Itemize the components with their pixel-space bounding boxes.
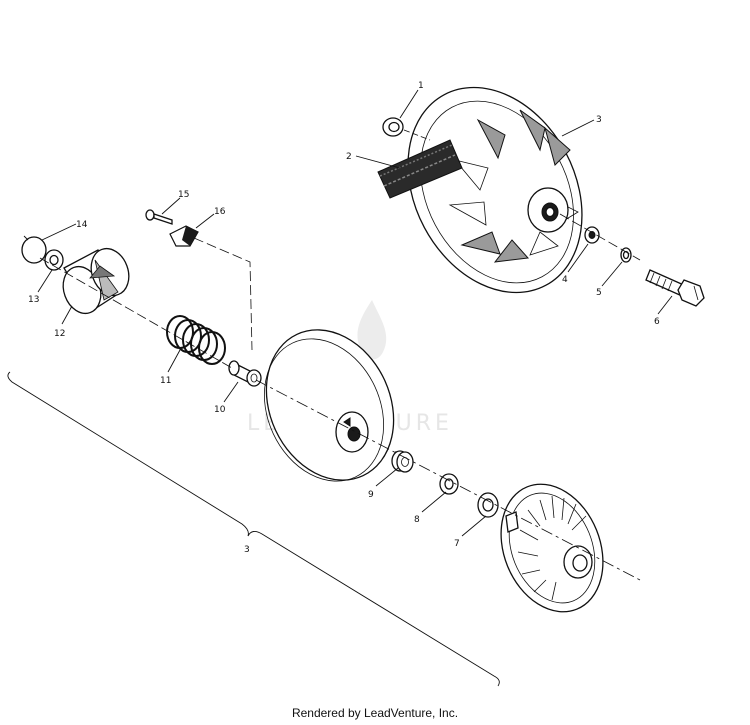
- callout-5: 5: [596, 288, 602, 298]
- callout-3-assembly: 3: [244, 545, 250, 555]
- callout-13: 13: [28, 295, 39, 305]
- callout-3-primary: 3: [596, 115, 602, 125]
- part-7-washer: [477, 492, 499, 518]
- callout-10: 10: [214, 405, 226, 415]
- part-3-primary-clutch: [407, 86, 583, 294]
- assembly-bracket: [7, 371, 500, 687]
- part-6-bolt: [645, 269, 705, 307]
- part-13-washer: [44, 249, 64, 271]
- callout-15: 15: [178, 190, 189, 200]
- part-3-moveable-sheave: [263, 329, 395, 482]
- part-15-screw: [145, 209, 173, 225]
- callout-labels: 1 2 3 4 5 6 7 8 9 10 11 12 13 14 15 16 3: [28, 81, 660, 555]
- callout-7: 7: [454, 539, 460, 549]
- rendered-by-footer: Rendered by LeadVenture, Inc.: [291, 706, 459, 720]
- part-11-spring: [166, 315, 226, 365]
- callout-16: 16: [214, 207, 226, 217]
- assembly-centerlines: [39, 129, 641, 581]
- part-10-bushing: [228, 360, 262, 387]
- callout-9: 9: [368, 490, 374, 500]
- part-3-fixed-sheave: [500, 483, 604, 613]
- callout-2: 2: [346, 152, 352, 162]
- callout-6: 6: [654, 317, 660, 327]
- part-5-lock-washer: [620, 247, 632, 263]
- part-12-cam: [62, 247, 130, 315]
- leader-lines: [37, 89, 673, 537]
- callout-14: 14: [76, 220, 88, 230]
- callout-4: 4: [562, 275, 568, 285]
- part-14-snap-ring: [21, 235, 47, 264]
- part-1-washer: [382, 117, 404, 137]
- callout-8: 8: [414, 515, 420, 525]
- watermark-flame-icon: [357, 300, 387, 360]
- part-9-bushing: [391, 450, 414, 473]
- callout-12: 12: [54, 329, 65, 339]
- callout-1: 1: [418, 81, 424, 91]
- part-4-washer: [584, 226, 600, 244]
- callout-11: 11: [160, 376, 171, 386]
- part-2-drive-belt: [377, 139, 463, 199]
- part-16-button: [169, 225, 199, 247]
- part-8-washer: [439, 473, 459, 495]
